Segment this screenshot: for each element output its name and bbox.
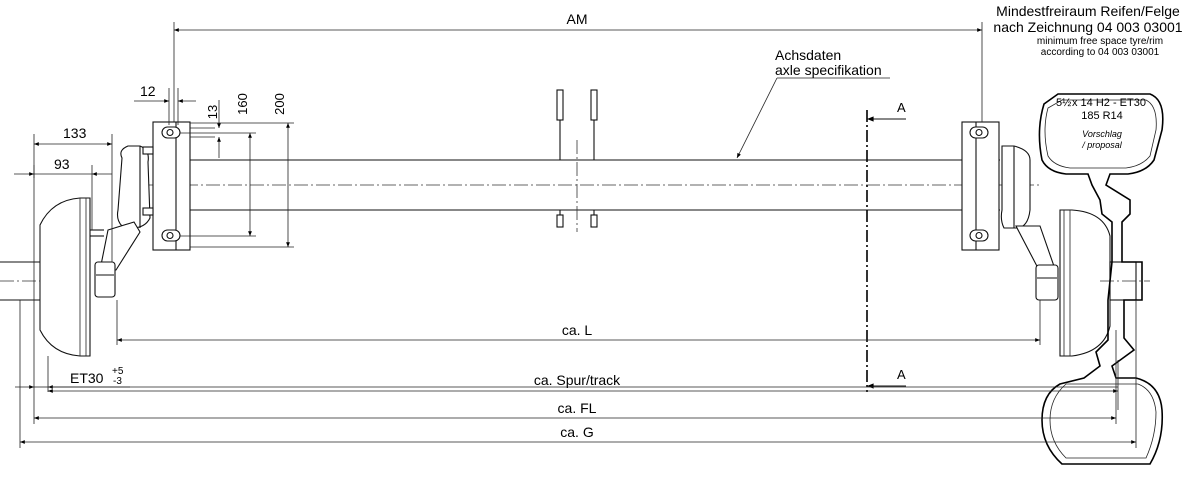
- tyre-rim-spec: x 14 H2 - ET30: [1072, 97, 1146, 109]
- dimension-ca-g: ca. G: [19, 300, 1137, 448]
- dimension-12-label: 12: [140, 83, 156, 99]
- clearance-note-line3: minimum free space tyre/rim: [1037, 36, 1163, 47]
- dimension-ca-spur: ca. Spur/track: [48, 360, 1119, 410]
- right-mounting-bracket: [961, 121, 1000, 251]
- tyre-note-en: / proposal: [1081, 140, 1123, 150]
- tyre-spec: 5½ x 14 H2 - ET30 185 R14 Vorschlag / pr…: [1056, 97, 1146, 150]
- clearance-note: Mindestfreiraum Reifen/Felge nach Zeichn…: [993, 3, 1182, 58]
- right-brake-drum: [1059, 209, 1150, 357]
- tyre-note-de: Vorschlag: [1082, 129, 1122, 139]
- axle-spec-de: Achsdaten: [775, 47, 841, 63]
- axle-tube: [140, 159, 1040, 211]
- dimension-am: AM: [173, 11, 983, 122]
- dimension-et30-label: ET30: [70, 370, 104, 386]
- section-line-a: A A: [866, 100, 906, 392]
- dimension-200-label: 200: [272, 93, 287, 115]
- dimension-13: 13: [205, 100, 221, 158]
- dimension-ca-l: ca. L: [116, 300, 1041, 345]
- dimension-ca-g-label: ca. G: [560, 424, 593, 440]
- dimension-ca-fl-label: ca. FL: [558, 400, 597, 416]
- dimension-133-label: 133: [63, 125, 87, 141]
- clearance-note-line4: according to 04 003 03001: [1041, 47, 1160, 58]
- dimension-et30: ET30 +5 -3: [15, 356, 130, 392]
- dimension-12: 12: [134, 83, 196, 125]
- dimension-am-label: AM: [567, 11, 588, 27]
- dimension-et30-plus: +5: [112, 366, 124, 377]
- dimension-ca-fl: ca. FL: [33, 232, 1117, 424]
- tyre-profile: [1038, 93, 1164, 465]
- section-mark-top: A: [897, 100, 906, 115]
- shock-absorber-symbols: [556, 89, 598, 232]
- axle-spec-en: axle specifikation: [775, 62, 882, 78]
- dimension-133: 133: [33, 125, 113, 262]
- dimension-200: 200: [190, 93, 294, 248]
- dimension-160: 160: [180, 93, 256, 237]
- dimension-ca-spur-label: ca. Spur/track: [534, 372, 621, 388]
- dimension-93-label: 93: [54, 156, 70, 172]
- tyre-rim-fraction: 5½: [1056, 97, 1071, 109]
- tyre-size: 185 R14: [1081, 110, 1123, 122]
- dimension-et30-minus: -3: [113, 376, 122, 387]
- dimension-93: 93: [14, 156, 112, 230]
- right-suspension: [1000, 145, 1059, 301]
- axle-spec-callout: Achsdaten axle specifikation: [736, 47, 890, 159]
- dimension-ca-l-label: ca. L: [562, 322, 593, 338]
- left-suspension: [94, 145, 154, 298]
- dimension-13-label: 13: [205, 105, 220, 119]
- clearance-note-line1: Mindestfreiraum Reifen/Felge: [996, 3, 1180, 19]
- section-mark-bottom: A: [897, 367, 906, 382]
- dimension-160-label: 160: [235, 93, 250, 115]
- clearance-note-line2: nach Zeichnung 04 003 03001: [993, 19, 1182, 35]
- left-brake-drum: [0, 197, 104, 357]
- left-mounting-bracket: [152, 121, 215, 251]
